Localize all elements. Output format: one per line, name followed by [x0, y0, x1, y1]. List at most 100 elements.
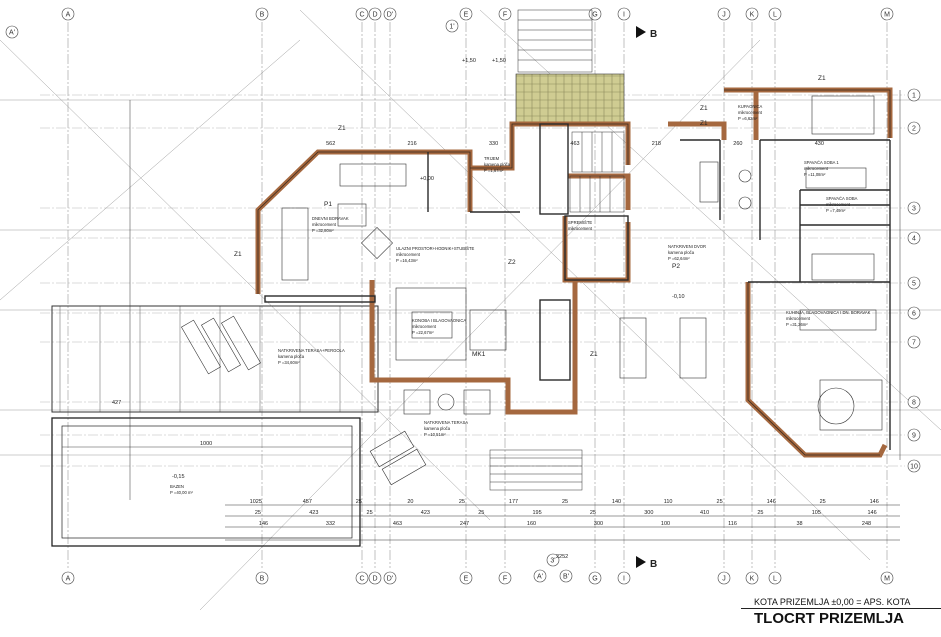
axis-bubble: [880, 571, 894, 585]
room-label-dvor: NATKRIVENI DVOR kamena ploča P =62,64m²: [668, 244, 706, 261]
zone-label: Z1: [338, 125, 346, 132]
title-subtitle: KOTA PRIZEMLJA ±0,00 = APS. KOTA: [754, 597, 911, 607]
axis-bubble: [61, 571, 75, 585]
axis-label: A': [537, 574, 543, 581]
interior-stair: [569, 131, 625, 213]
axis-bubble: [907, 88, 921, 102]
axis-label: F: [503, 576, 507, 583]
axis-grid: AABBCCDDD'D'EEFFGGIIJJKKLLMM12345678910A…: [5, 7, 921, 585]
dimension-mid: 25: [367, 510, 373, 516]
zone-label: P1: [324, 201, 332, 208]
room-label-kupaonica: KUPAONICA mikrocement P =6,62m²: [738, 104, 763, 121]
axis-label: B: [260, 576, 265, 583]
room-area: P =40,00 m²: [170, 490, 193, 495]
axis-bubble: [383, 7, 397, 21]
room-label-ulazni: ULAZNI PROSTOR+HODNIK+STUBIŠTE mikroceme…: [396, 246, 475, 263]
dimension-mid: 423: [309, 510, 318, 516]
axis-label: 5: [912, 281, 916, 288]
dimension-upper: 25: [356, 499, 362, 505]
room-floor: kamena ploča: [424, 426, 451, 431]
axis-bubble: [355, 571, 369, 585]
room-name: SPAVAĆA SOBA: [826, 196, 858, 201]
left-dimension: 427: [112, 400, 121, 406]
axis-bubble: [768, 7, 782, 21]
axis-label: L: [773, 12, 777, 19]
room-floor: kamena ploča: [278, 354, 305, 359]
dimension-low: 38: [796, 521, 802, 527]
room-area: P =32,80m²: [312, 228, 334, 233]
dimension-upper: 457: [303, 499, 312, 505]
axis-bubble: [368, 7, 382, 21]
zone-label: Z1: [700, 120, 708, 127]
axis-bubble: [459, 571, 473, 585]
dimension-low: 332: [326, 521, 335, 527]
axis-label: 4: [912, 236, 916, 243]
axis-label: 9: [912, 433, 916, 440]
room-name: DNEVNI BORAVAK: [312, 216, 349, 221]
dimension-top: 430: [815, 141, 824, 147]
stair-top: [517, 9, 593, 73]
furniture: [281, 95, 883, 486]
dimension-upper: 20: [407, 499, 413, 505]
axis-bubble: [383, 571, 397, 585]
axis-label: A: [66, 576, 71, 583]
dimension-mid: 105: [812, 510, 821, 516]
zone-label: MK1: [472, 351, 486, 358]
room-floor: mikrocement: [312, 222, 337, 227]
axis-bubble: [717, 571, 731, 585]
zone-label: Z1: [234, 251, 242, 258]
axis-bubble: [368, 571, 382, 585]
level-mark: -0,15: [172, 474, 185, 480]
pool-dimension: 1000: [200, 441, 212, 447]
axis-label: 2: [912, 126, 916, 133]
room-name: KONOBA I BLAGOVAONICA: [412, 318, 466, 323]
axis-bubble: [498, 571, 512, 585]
dimension-low: 463: [393, 521, 402, 527]
room-label-kuhinja: KUHINJA, BLAGOVAONICA I DN. BORAVAK mikr…: [786, 310, 871, 327]
axis-label: C: [359, 576, 364, 583]
axis-bubble: [768, 571, 782, 585]
axis-bubble: [255, 7, 269, 21]
axis-label: F: [503, 12, 507, 19]
title-block: KOTA PRIZEMLJA ±0,00 = APS. KOTA TLOCRT …: [741, 596, 941, 637]
axis-bubble: [498, 7, 512, 21]
dimension-top: 562: [326, 141, 335, 147]
dimension-low: 247: [460, 521, 469, 527]
axis-bubble: [907, 276, 921, 290]
room-label-trijem: TRIJEM kamena ploča P =1,67m²: [484, 156, 511, 173]
room-floor: mikrocement: [396, 252, 421, 257]
room-floor: mikrocement: [804, 166, 829, 171]
axis-label: G: [592, 12, 597, 19]
dimension-top: 463: [570, 141, 579, 147]
room-label-soba2: SPAVAĆA SOBA mikrocement P =7,49m²: [826, 196, 858, 213]
axis-bubble: [445, 19, 459, 33]
room-label-pergola: NATKRIVENA TERASA+PERGOLA kamena ploča P…: [278, 348, 345, 365]
room-name: TRIJEM: [484, 156, 500, 161]
room-area: P =62,64m²: [668, 256, 690, 261]
axis-bubble: [5, 25, 19, 39]
zone-label: Z2: [508, 259, 516, 266]
axis-label: J: [722, 576, 726, 583]
room-floor: kamena ploča: [484, 162, 511, 167]
axis-bubble: [617, 571, 631, 585]
axis-label: A: [66, 12, 71, 19]
room-area: P =31,26m²: [786, 322, 808, 327]
axis-bubble: [907, 201, 921, 215]
axis-label: A': [9, 30, 15, 37]
room-name: SPREMIŠTE: [568, 220, 592, 225]
room-area: P =16,43m²: [396, 258, 418, 263]
dimension-mid: 146: [868, 510, 877, 516]
axis-bubble: [907, 231, 921, 245]
dimension-mid: 195: [533, 510, 542, 516]
level-markers: +1,50 +0,00 -0,10 -0,15 +1,50: [172, 58, 685, 480]
dimension-mid: 25: [757, 510, 763, 516]
room-floor: kamena ploča: [668, 250, 695, 255]
section-label: B: [650, 29, 657, 40]
zone-label: Z1: [590, 351, 598, 358]
zone-labels: Z1 Z1 Z1 Z1 Z1 Z1 Z2 P1 P2 MK1: [234, 75, 826, 358]
dimension-upper: 110: [664, 499, 673, 505]
dimension-low: 300: [594, 521, 603, 527]
title-divider: [741, 608, 941, 609]
